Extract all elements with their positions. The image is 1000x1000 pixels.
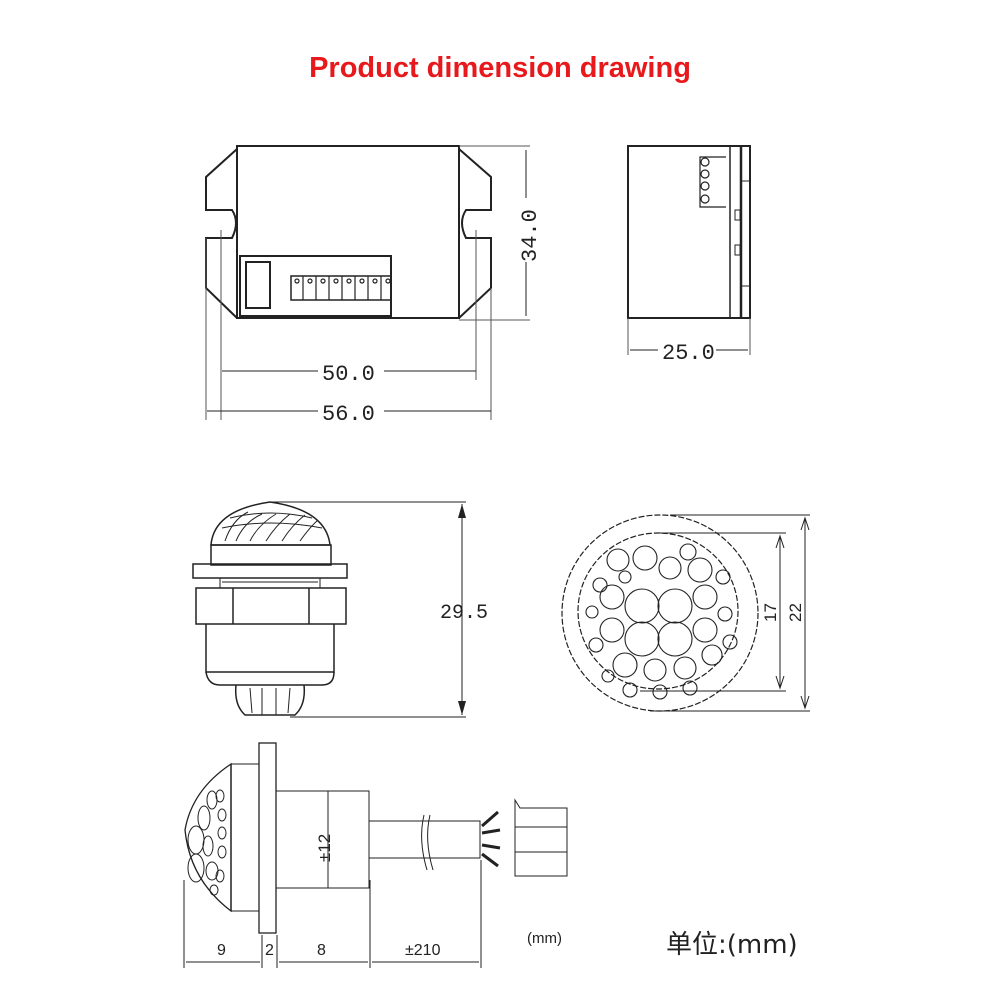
sensor-height-label: 29.5 xyxy=(440,602,488,625)
unit-label: 单位:(mm) xyxy=(666,930,798,960)
lens-depth-label: 9 xyxy=(217,942,226,959)
body-diameter-label: ±12 xyxy=(315,834,334,862)
module-depth-label: 25.0 xyxy=(662,341,715,366)
module-front-view: 34.0 50.0 56.0 xyxy=(205,145,543,427)
module-side-view: 25.0 xyxy=(627,145,751,366)
lens-diameter-label: 17 xyxy=(761,603,780,622)
sensor-section-view: ±12 9 2 8 ±210 xyxy=(183,742,568,968)
sensor-side-view: 29.5 xyxy=(192,501,488,718)
cable-length-label: ±210 xyxy=(405,942,441,959)
sensor-front-view: 17 22 xyxy=(561,514,810,712)
flange-thickness-label: 2 xyxy=(265,942,274,959)
outer-diameter-label: 22 xyxy=(786,603,805,622)
body-length-label: 8 xyxy=(317,942,326,959)
module-outer-width-label: 56.0 xyxy=(322,402,375,427)
section-unit-label: (mm) xyxy=(527,930,562,947)
module-height-label: 34.0 xyxy=(518,209,543,262)
page-title: Product dimension drawing xyxy=(309,52,691,84)
module-inner-width-label: 50.0 xyxy=(322,362,375,387)
